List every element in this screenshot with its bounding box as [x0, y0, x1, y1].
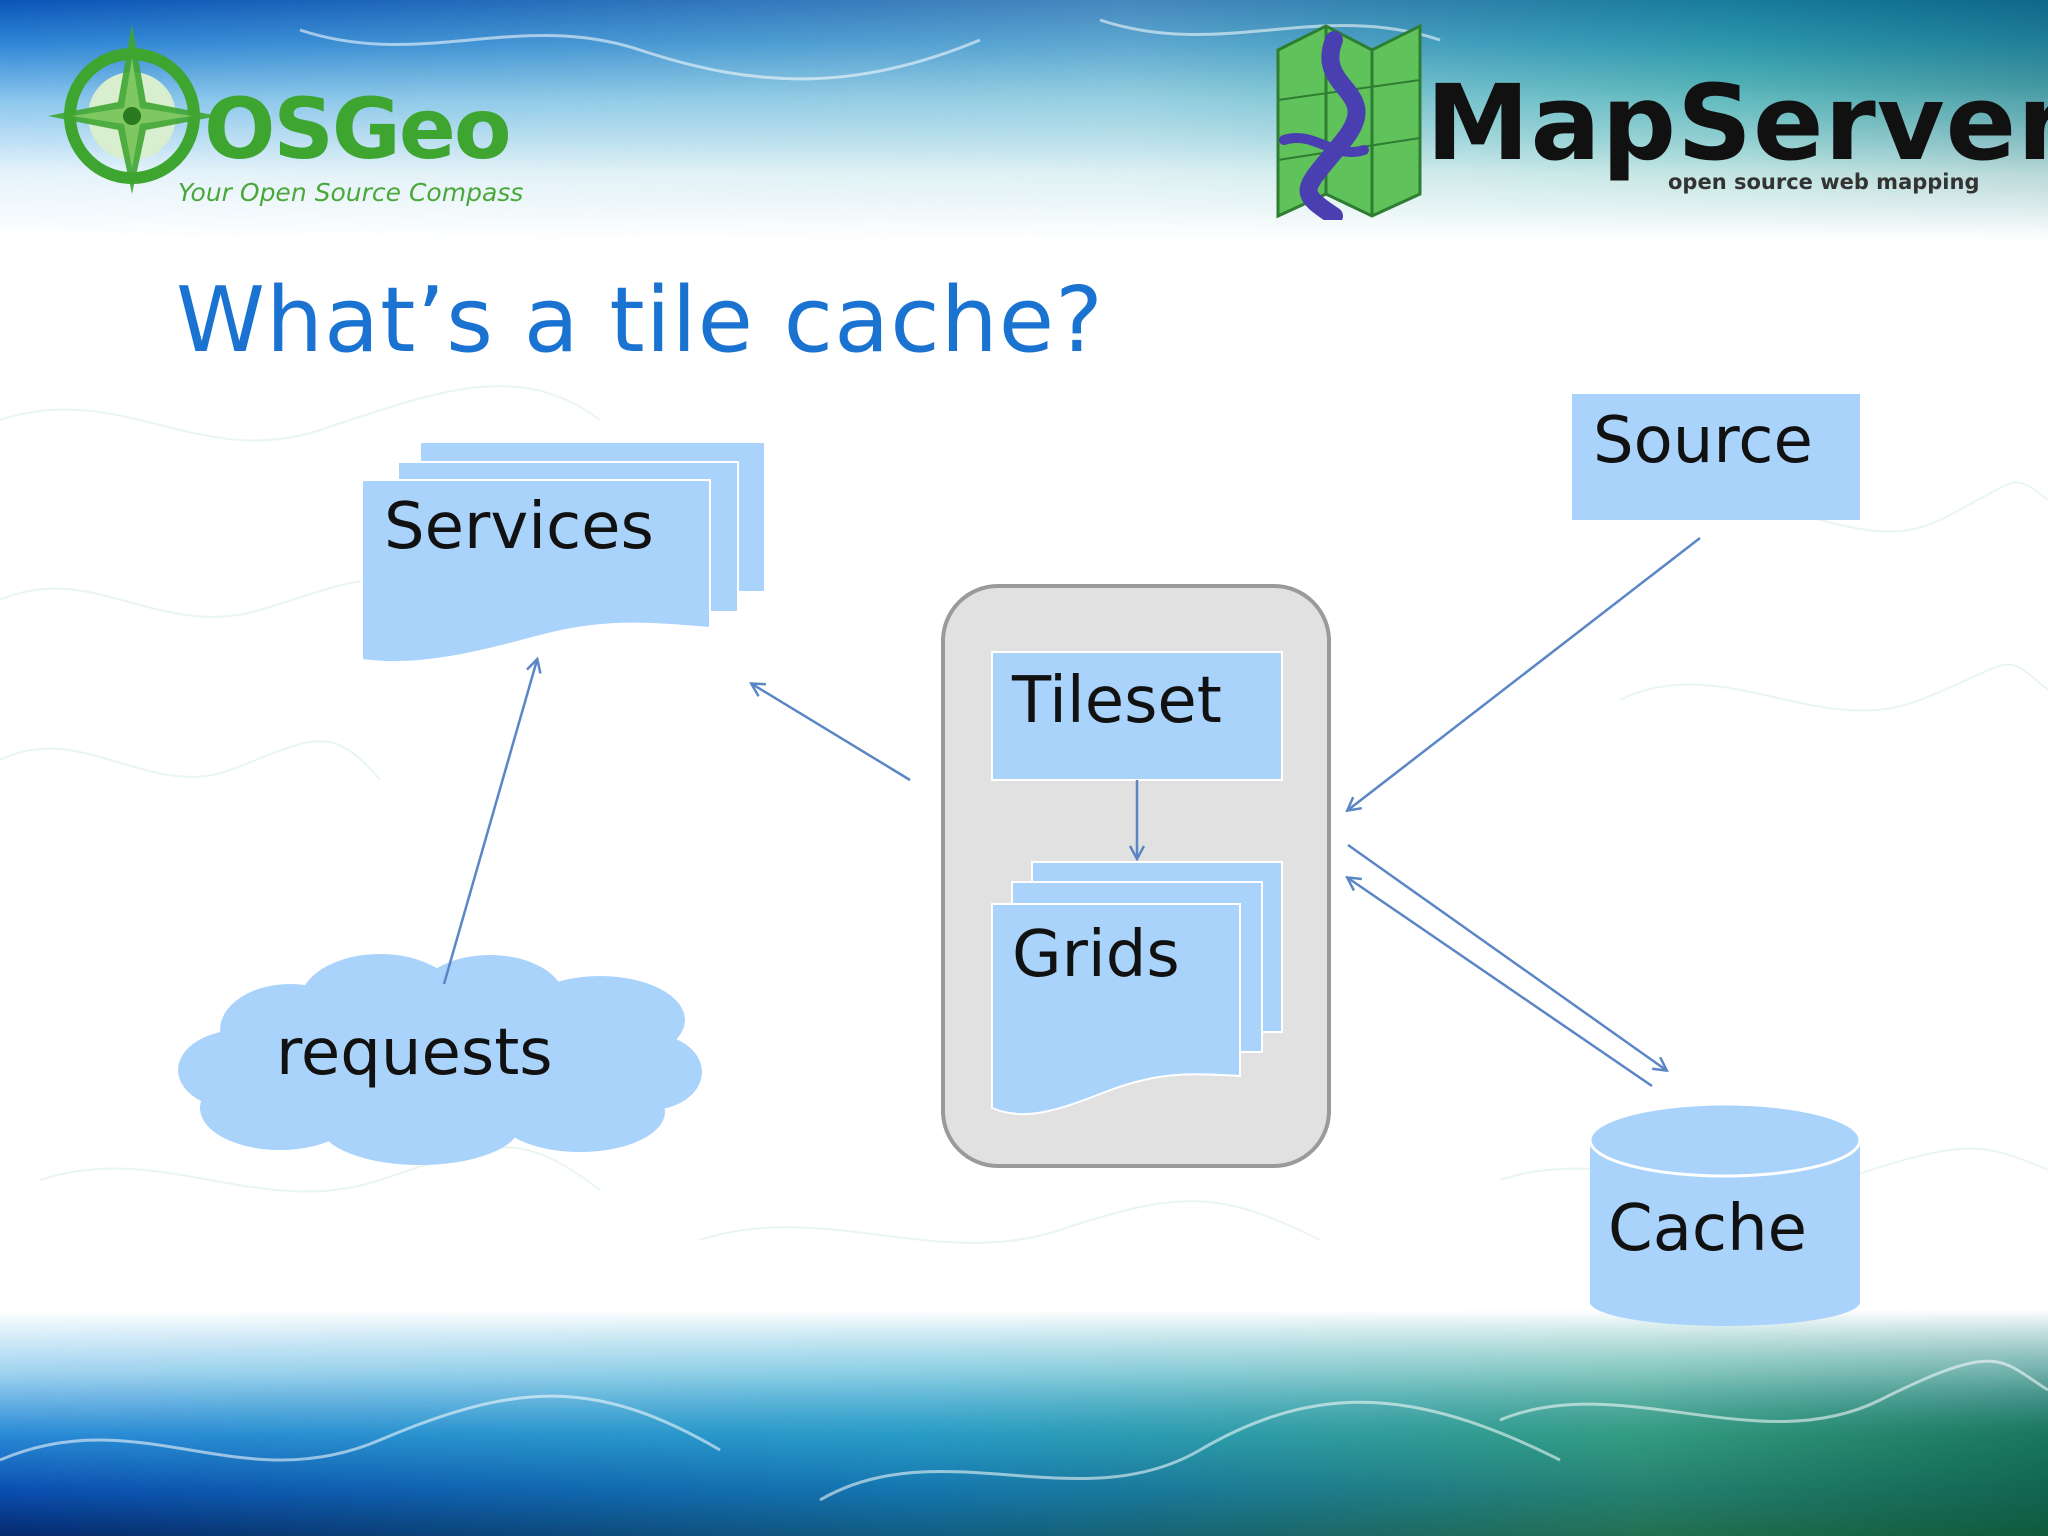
cache-label: Cache: [1608, 1192, 1808, 1266]
osgeo-logo-text: OSGeo: [204, 80, 512, 178]
arrow-container-to-cache: [1347, 843, 1666, 1070]
grids-multidocument-shape: [991, 861, 1283, 1116]
requests-label: requests: [276, 1016, 553, 1090]
arrow-cache-to-container: [1348, 878, 1653, 1088]
osgeo-tagline: Your Open Source Compass: [178, 178, 524, 207]
source-box: [1572, 394, 1860, 520]
services-label: Services: [384, 490, 654, 564]
arrow-container-to-services: [752, 684, 911, 782]
services-multidocument-shape: [361, 441, 766, 664]
mapserver-map-logo: [1276, 23, 1422, 220]
slide-title: What’s a tile cache?: [176, 268, 1104, 373]
arrow-source-to-container: [1348, 537, 1701, 810]
grids-label: Grids: [1012, 918, 1180, 992]
cache-cylinder-shape: [1588, 1102, 1862, 1326]
requests-cloud-shape: [178, 954, 702, 1165]
arrow-requests-to-services: [442, 660, 537, 985]
mapserver-tagline: open source web mapping: [1668, 170, 1980, 194]
mapserver-logo-text: MapServer: [1426, 62, 2048, 184]
tileset-box: [991, 651, 1283, 781]
source-label: Source: [1593, 404, 1813, 478]
tileset-label: Tileset: [1012, 664, 1222, 738]
footer-background-band: [0, 1310, 2048, 1536]
osgeo-compass-logo: [48, 24, 218, 194]
